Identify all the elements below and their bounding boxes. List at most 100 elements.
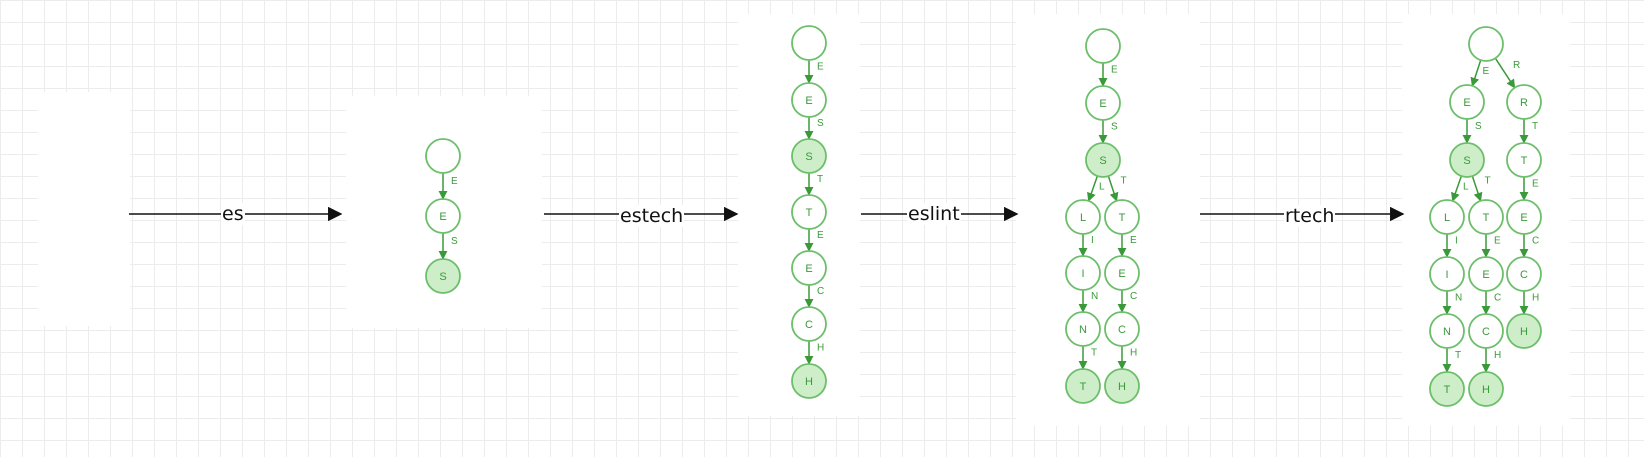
edge-label: H xyxy=(1130,348,1137,359)
node-label: T xyxy=(1119,212,1126,224)
edge-label: E xyxy=(817,62,824,73)
trie-node: E xyxy=(1468,256,1504,292)
trie-end-node: S xyxy=(1449,142,1485,178)
trie-node: C xyxy=(1468,313,1504,349)
trie-root-node xyxy=(791,25,827,61)
trie-node: N xyxy=(1429,313,1465,349)
node-label: S xyxy=(805,151,812,163)
node-label: H xyxy=(1520,326,1528,338)
node-label: E xyxy=(439,211,446,223)
trie-node: T xyxy=(1104,199,1140,235)
trie-edge xyxy=(1451,175,1463,202)
edge-label: T xyxy=(1091,348,1097,359)
edge-label: E xyxy=(1130,235,1137,246)
edge-label: E xyxy=(1111,65,1118,76)
trie-edge xyxy=(1471,175,1483,202)
node-label: E xyxy=(1118,268,1125,280)
trie-node: C xyxy=(791,306,827,342)
node-label: N xyxy=(1443,326,1451,338)
trie-node: T xyxy=(1468,199,1504,235)
trie-end-node: H xyxy=(1104,368,1140,404)
step-label-rtech: rtech xyxy=(1284,205,1336,227)
node-label: E xyxy=(805,263,812,275)
node-label: R xyxy=(1520,97,1528,109)
node-label: E xyxy=(1099,98,1106,110)
trie-edge xyxy=(1107,175,1119,202)
edge-label: I xyxy=(1455,236,1458,247)
edge-label: C xyxy=(1494,293,1501,304)
node-label: I xyxy=(1081,268,1084,280)
trie-node: L xyxy=(1429,199,1465,235)
edge-label: H xyxy=(1494,350,1501,361)
edge-label: R xyxy=(1513,60,1520,71)
node-label: T xyxy=(1483,212,1490,224)
trie-node: I xyxy=(1065,255,1101,291)
trie-end-node: H xyxy=(1506,313,1542,349)
edge-label: E xyxy=(817,230,824,241)
trie-end-node: T xyxy=(1429,371,1465,407)
edge-label: E xyxy=(1483,66,1490,77)
edge-label: S xyxy=(1111,122,1118,133)
empty-trie-panel xyxy=(38,92,130,326)
edge-label: T xyxy=(1455,350,1461,361)
trie-node: R xyxy=(1506,84,1542,120)
trie-node: E xyxy=(791,250,827,286)
node-label: E xyxy=(805,95,812,107)
node-label: E xyxy=(1520,212,1527,224)
trie-edge xyxy=(1494,57,1516,89)
trie-node: E xyxy=(791,82,827,118)
node-label: L xyxy=(1444,212,1450,224)
node-label: E xyxy=(1463,97,1470,109)
edge-label: T xyxy=(1532,121,1538,132)
trie-node: N xyxy=(1065,311,1101,347)
trie-edge xyxy=(1087,175,1099,202)
node-label: C xyxy=(805,319,813,331)
trie-end-node: S xyxy=(1085,142,1121,178)
node-label: C xyxy=(1482,326,1490,338)
edge-label: L xyxy=(1463,182,1469,193)
trie-node: E xyxy=(1104,255,1140,291)
trie-root-node xyxy=(1085,28,1121,64)
trie-node: C xyxy=(1506,256,1542,292)
trie-node: E xyxy=(1449,84,1485,120)
trie-node: E xyxy=(1085,85,1121,121)
edge-label: N xyxy=(1091,291,1098,302)
node-label: T xyxy=(1080,381,1087,393)
node-label: L xyxy=(1080,212,1086,224)
node-label: C xyxy=(1118,324,1126,336)
node-label: T xyxy=(1444,384,1451,396)
edge-label: E xyxy=(1532,179,1539,190)
trie-node: T xyxy=(791,194,827,230)
edge-label: H xyxy=(817,343,824,354)
trie-end-node: H xyxy=(791,363,827,399)
edge-label: T xyxy=(1485,176,1491,187)
node-label: S xyxy=(439,271,446,283)
node-label: E xyxy=(1482,269,1489,281)
edge-label: L xyxy=(1099,182,1105,193)
edge-label: T xyxy=(1121,176,1127,187)
node-label: H xyxy=(805,376,813,388)
trie-node: T xyxy=(1506,142,1542,178)
trie-end-node: S xyxy=(425,258,461,294)
trie-root-node xyxy=(425,138,461,174)
edge-label: H xyxy=(1532,293,1539,304)
node-label: C xyxy=(1520,269,1528,281)
node-label: H xyxy=(1482,384,1490,396)
node-label: T xyxy=(1521,155,1528,167)
edge-label: C xyxy=(1532,236,1539,247)
trie-root-node xyxy=(1468,26,1504,62)
edge-label: S xyxy=(817,118,824,129)
edge-label: S xyxy=(451,236,458,247)
trie-end-node: S xyxy=(791,138,827,174)
edge-label: C xyxy=(817,286,824,297)
trie-node: E xyxy=(425,198,461,234)
trie-node: E xyxy=(1506,199,1542,235)
edge-label: N xyxy=(1455,293,1462,304)
trie-edge xyxy=(1470,59,1482,87)
edge-label: E xyxy=(1494,236,1501,247)
